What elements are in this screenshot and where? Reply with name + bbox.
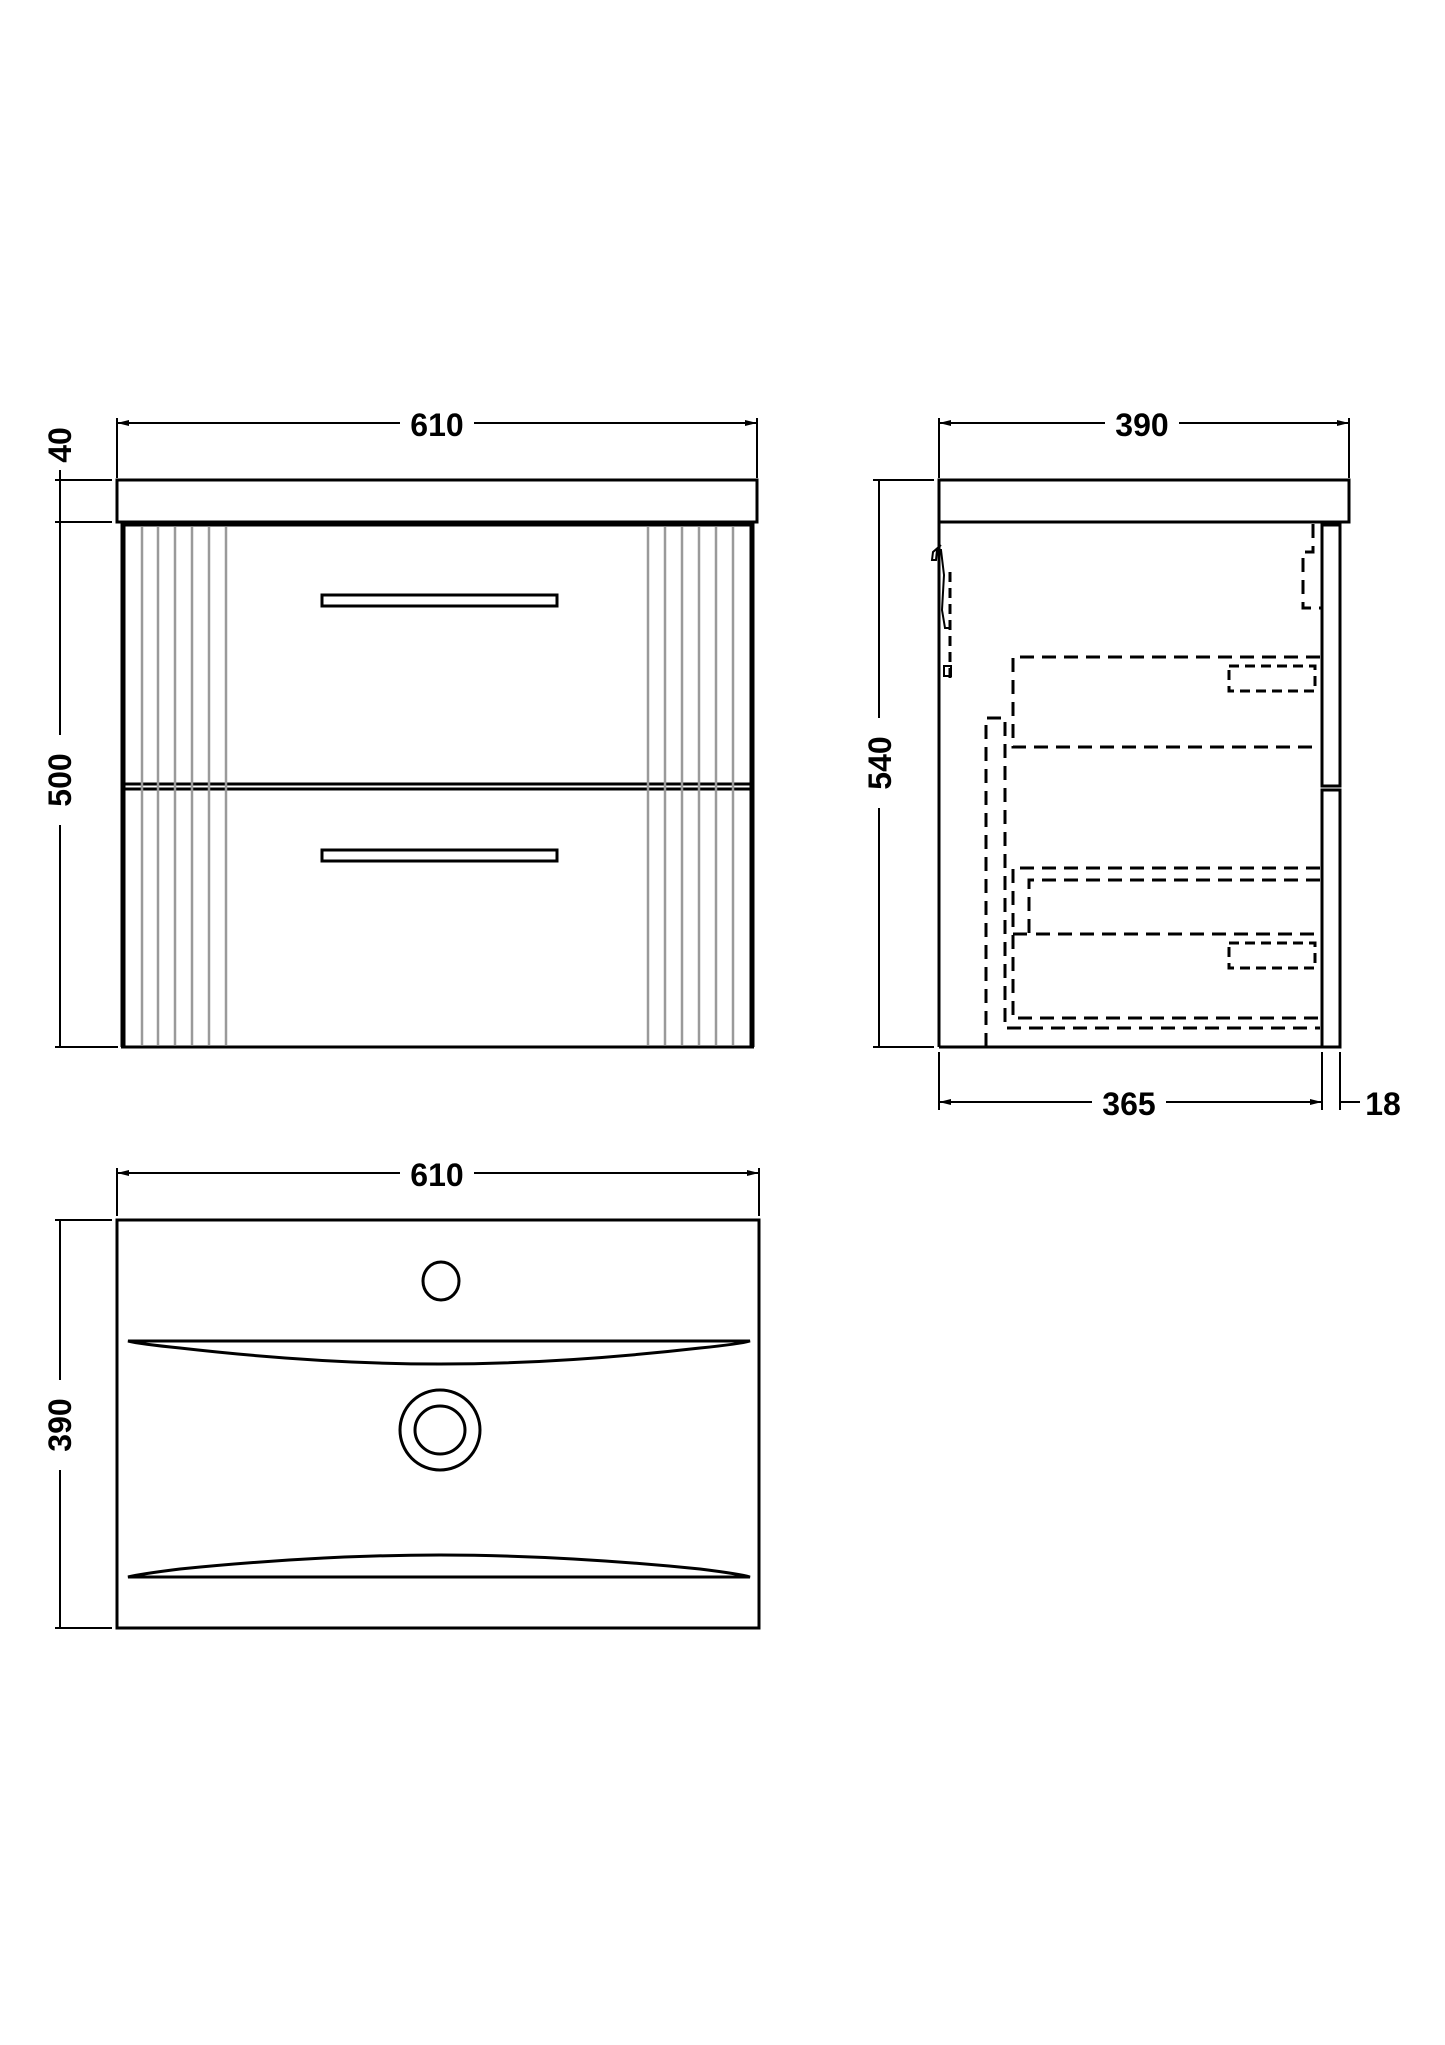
upper-drawer-hidden: [1011, 655, 1320, 749]
lower-drawer-hidden: [1011, 866, 1320, 1020]
plan-view: 610 390: [40, 1155, 761, 1630]
front-fluting-right: [646, 527, 735, 1045]
front-width-dimension: 610: [116, 405, 758, 478]
front-worktop: [115, 478, 759, 524]
waste-inner: [413, 1404, 467, 1456]
bowl-front-edge: [127, 1553, 751, 1579]
worktop-height-label: 40: [42, 427, 78, 463]
side-bottom-dimensions: 365 18: [938, 1052, 1401, 1122]
waste-outer: [398, 1388, 482, 1472]
back-panel-hidden: [984, 716, 1320, 1047]
side-depth-label: 390: [1115, 407, 1168, 443]
side-view: 390: [860, 405, 1401, 1122]
tap-hole: [421, 1260, 461, 1302]
side-height-label: 540: [862, 736, 898, 789]
cabinet-height-label: 500: [42, 753, 78, 806]
side-worktop: [937, 478, 1351, 524]
bowl-rear-edge: [127, 1339, 751, 1366]
carcass-depth-label: 365: [1102, 1086, 1155, 1122]
side-depth-dimension: 390: [938, 405, 1350, 478]
upper-drawer-handle: [320, 593, 559, 608]
plan-width-dimension: 610: [116, 1155, 760, 1216]
lower-drawer-handle: [320, 848, 559, 863]
side-rail-hidden: [1301, 524, 1322, 610]
cabinet-height-dimension: 500: [40, 522, 118, 1048]
side-height-dimension: 540: [860, 479, 934, 1048]
front-fluting-left: [140, 527, 228, 1045]
plan-depth-dimension: 390: [40, 1219, 112, 1629]
basin-outline: [115, 1218, 761, 1630]
wall-bracket: [930, 544, 952, 680]
side-upper-door: [1320, 523, 1342, 788]
side-lower-door: [1320, 788, 1342, 1049]
plan-depth-label: 390: [42, 1398, 78, 1451]
door-thickness-label: 18: [1365, 1086, 1401, 1122]
worktop-height-dimension: 40: [42, 427, 112, 532]
plan-width-label: 610: [410, 1157, 463, 1193]
front-cabinet: [120, 523, 755, 1049]
front-view: 610 40: [40, 405, 759, 1049]
front-width-label: 610: [410, 407, 463, 443]
